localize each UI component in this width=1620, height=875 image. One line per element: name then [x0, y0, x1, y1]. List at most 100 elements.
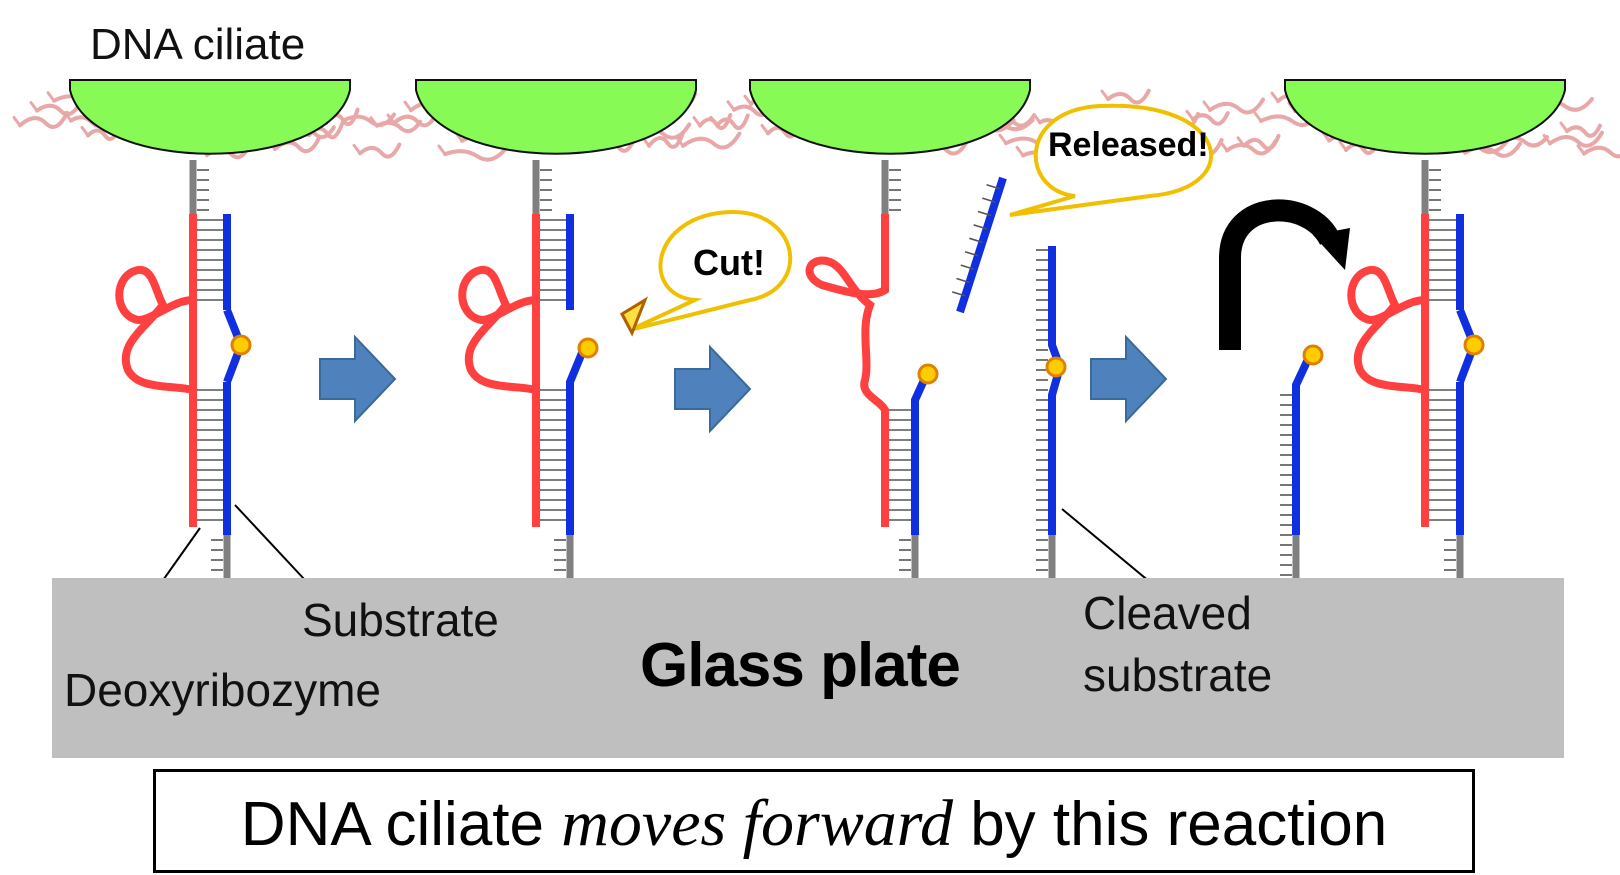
cut-bubble	[629, 209, 793, 332]
cilium-hair	[681, 131, 742, 150]
cleavage-site-icon	[1463, 334, 1485, 356]
cilium-hair	[80, 125, 90, 137]
deoxyribozyme-label: Deoxyribozyme	[64, 664, 381, 716]
cilium-hair	[675, 136, 685, 148]
cilium-hair	[1015, 145, 1025, 157]
cilium-hair	[715, 113, 750, 131]
ciliate-body-icon	[415, 79, 697, 155]
cilium-hair	[443, 148, 507, 162]
dna-strands	[115, 160, 1485, 578]
caption-emphasis: moves forward	[561, 787, 953, 860]
base-pair-rung	[986, 183, 1000, 190]
cilium-hair	[369, 116, 379, 128]
cilium-hair	[1559, 121, 1569, 133]
cilium-hair	[692, 116, 702, 128]
cilium-hair	[726, 100, 736, 112]
cleavage-site-icon	[577, 337, 599, 359]
cilium-hair	[1185, 109, 1195, 121]
caption-text-after: by this reaction	[952, 790, 1388, 859]
catalytic-loop	[458, 266, 537, 394]
cilium-hair	[1208, 97, 1266, 115]
cilium-hair	[29, 101, 39, 113]
deoxyribozyme-strand	[805, 214, 889, 527]
cleavage-site-icon	[1302, 344, 1324, 366]
cilium-hair	[392, 110, 440, 128]
cilium-hair	[1576, 144, 1586, 156]
step-arrow-icon	[674, 344, 752, 434]
cilium-hair	[1270, 91, 1280, 103]
base-pair-rung	[956, 277, 970, 284]
cilium-hair	[403, 100, 413, 112]
cilium-hair	[1219, 140, 1229, 152]
cilium-hair	[998, 133, 1008, 145]
catalytic-loop	[115, 266, 194, 394]
cilium-hair	[709, 115, 719, 127]
base-pair-rung	[951, 291, 966, 297]
cilium-hair	[18, 110, 70, 129]
cleaved-substrate-strand	[1292, 353, 1314, 535]
base-pair-rung	[960, 264, 974, 270]
substrate-pointer	[234, 504, 306, 581]
scissors-icon	[620, 296, 649, 337]
cilium-hair	[46, 91, 56, 103]
caption-text-before: DNA ciliate	[240, 790, 562, 859]
base-pair-rung	[964, 250, 979, 257]
ciliate-body-icon	[749, 79, 1031, 155]
catalytic-loop	[1347, 266, 1426, 394]
step-arrow-icon	[1090, 334, 1168, 424]
cilium-hair	[1032, 112, 1042, 124]
ciliate-bodies	[69, 79, 1566, 155]
cleavage-site-icon	[917, 363, 939, 385]
cut-bubble-text: Cut!	[693, 242, 765, 283]
cilium-hair	[1253, 111, 1263, 123]
cilium-hair	[63, 111, 73, 123]
base-pair-rung	[973, 224, 987, 230]
speech-bubbles	[620, 103, 1214, 337]
substrate-label: Substrate	[302, 594, 499, 646]
step-arrows	[319, 334, 1168, 434]
cilium-hair	[1100, 89, 1110, 101]
cilium-hair	[352, 143, 362, 155]
glass-plate	[52, 578, 1564, 758]
cilium-hair	[12, 115, 22, 127]
cilium-hair	[760, 123, 770, 135]
base-pair-rung	[969, 237, 983, 244]
diagram-title: DNA ciliate	[90, 20, 306, 69]
cilium-hair	[1106, 88, 1151, 105]
cleaved-substrate-pointer	[1061, 508, 1151, 583]
cleaved-substrate-strand	[1048, 246, 1065, 535]
curved-arrow-icon	[1219, 199, 1340, 350]
cilium-hair	[35, 100, 83, 117]
cilium-hair	[386, 113, 396, 125]
released-bubble-text: Released!	[1048, 126, 1209, 164]
cilium-hair	[1202, 100, 1212, 112]
released-fragment	[956, 176, 1007, 314]
cilium-hair	[1542, 133, 1552, 145]
cilium-hair	[743, 94, 753, 106]
cleaved-substrate-label-line2: substrate	[1083, 649, 1273, 701]
cilium-hair	[1236, 136, 1246, 148]
cilium-hair	[358, 142, 402, 159]
cleaved-substrate-label-line1: Cleaved	[1083, 587, 1252, 639]
caption: DNA ciliate moves forward by this reacti…	[156, 786, 1472, 862]
cilium-hair	[1548, 130, 1604, 148]
curved-arrow-head	[1313, 228, 1350, 270]
cilium-hair	[437, 144, 447, 156]
ciliate-body-icon	[69, 79, 351, 155]
cilium-hair	[1565, 123, 1602, 138]
released-bubble	[1009, 103, 1214, 217]
cilium-hair	[375, 119, 423, 134]
substrate-strand	[911, 376, 929, 535]
glass-plate-label: Glass plate	[640, 631, 961, 700]
ciliate-body-icon	[1284, 79, 1566, 155]
cilium-hair	[1242, 133, 1281, 151]
cilium-hair	[1338, 140, 1348, 152]
step-arrow-icon	[319, 334, 397, 424]
cilium-hair	[1582, 145, 1620, 159]
cleavage-site-icon	[230, 334, 252, 356]
cleavage-site-icon	[1045, 356, 1067, 378]
cilium-hair	[1191, 111, 1230, 126]
base-pair-rung	[977, 210, 992, 217]
caption-box: DNA ciliate moves forward by this reacti…	[153, 769, 1475, 873]
